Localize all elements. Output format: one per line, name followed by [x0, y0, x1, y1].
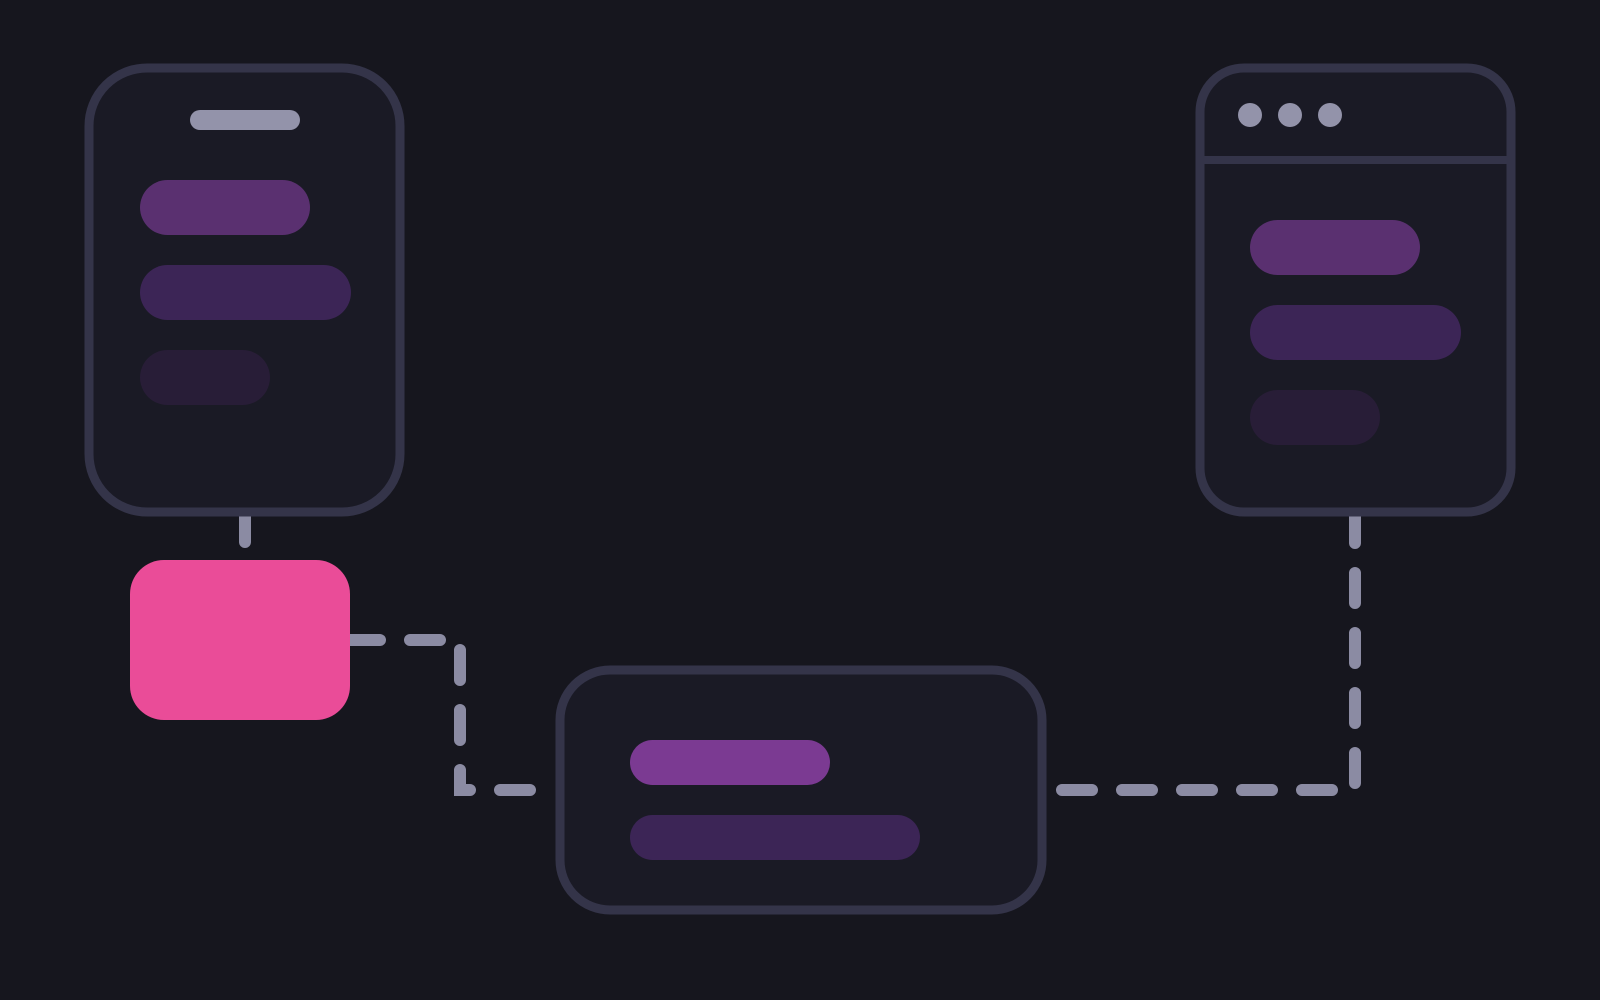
browser-window: [1195, 63, 1516, 517]
browser-bar-2: [1250, 305, 1461, 360]
browser-frame: [1195, 63, 1516, 517]
connector-block-to-card: [344, 634, 566, 796]
browser-bar-1: [1250, 220, 1420, 275]
action-block: [130, 560, 350, 720]
connector-card-to-browser: [1056, 502, 1361, 796]
center-card: [555, 665, 1047, 915]
browser-bar-3: [1250, 390, 1380, 445]
window-dot-3: [1318, 103, 1342, 127]
mobile-bar-1: [140, 180, 310, 235]
speaker-notch-icon: [190, 110, 300, 130]
window-dot-1: [1238, 103, 1262, 127]
card-frame: [555, 665, 1047, 915]
window-dot-2: [1278, 103, 1302, 127]
mobile-bar-2: [140, 265, 351, 320]
card-bar-1: [630, 740, 830, 785]
mobile-screen: [84, 63, 405, 517]
card-bar-2: [630, 815, 920, 860]
mobile-bar-3: [140, 350, 270, 405]
window-control-dots-icon: [1238, 103, 1342, 127]
